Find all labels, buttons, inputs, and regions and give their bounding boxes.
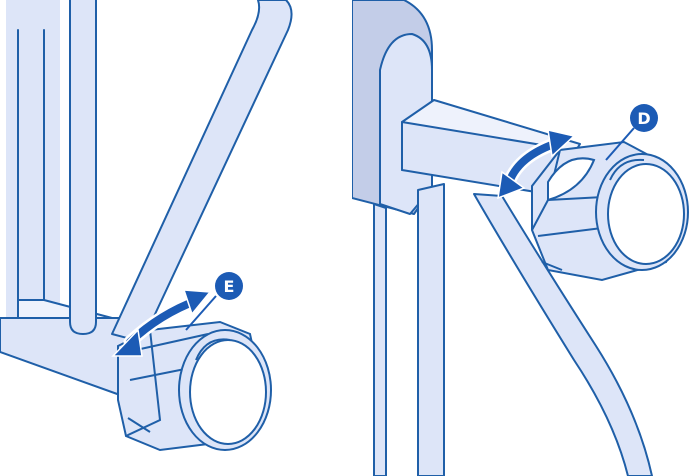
wall-bracket-illustration: D: [352, 0, 689, 476]
adjustment-knob-e: [117, 320, 272, 452]
illustration-panel-right: D: [352, 0, 690, 476]
adjustment-knob-d: [531, 140, 689, 282]
illustration-panel-left: E: [0, 0, 336, 476]
vertical-bar-inner: [69, 0, 97, 335]
diagonal-bar: [473, 193, 653, 476]
bottom-bar-top: [17, 299, 113, 319]
frame-post-outer: [6, 0, 60, 318]
gate-post: [417, 183, 445, 476]
callout-d: D: [605, 104, 658, 161]
callout-e: E: [185, 272, 243, 331]
rotate-double-arrow-icon: [497, 129, 576, 200]
callout-e-label: E: [224, 277, 235, 296]
rotate-double-arrow-icon: [111, 289, 212, 357]
gate-bottom-illustration: E: [0, 0, 293, 452]
callout-d-label: D: [637, 109, 650, 128]
gate-post: [373, 203, 387, 476]
